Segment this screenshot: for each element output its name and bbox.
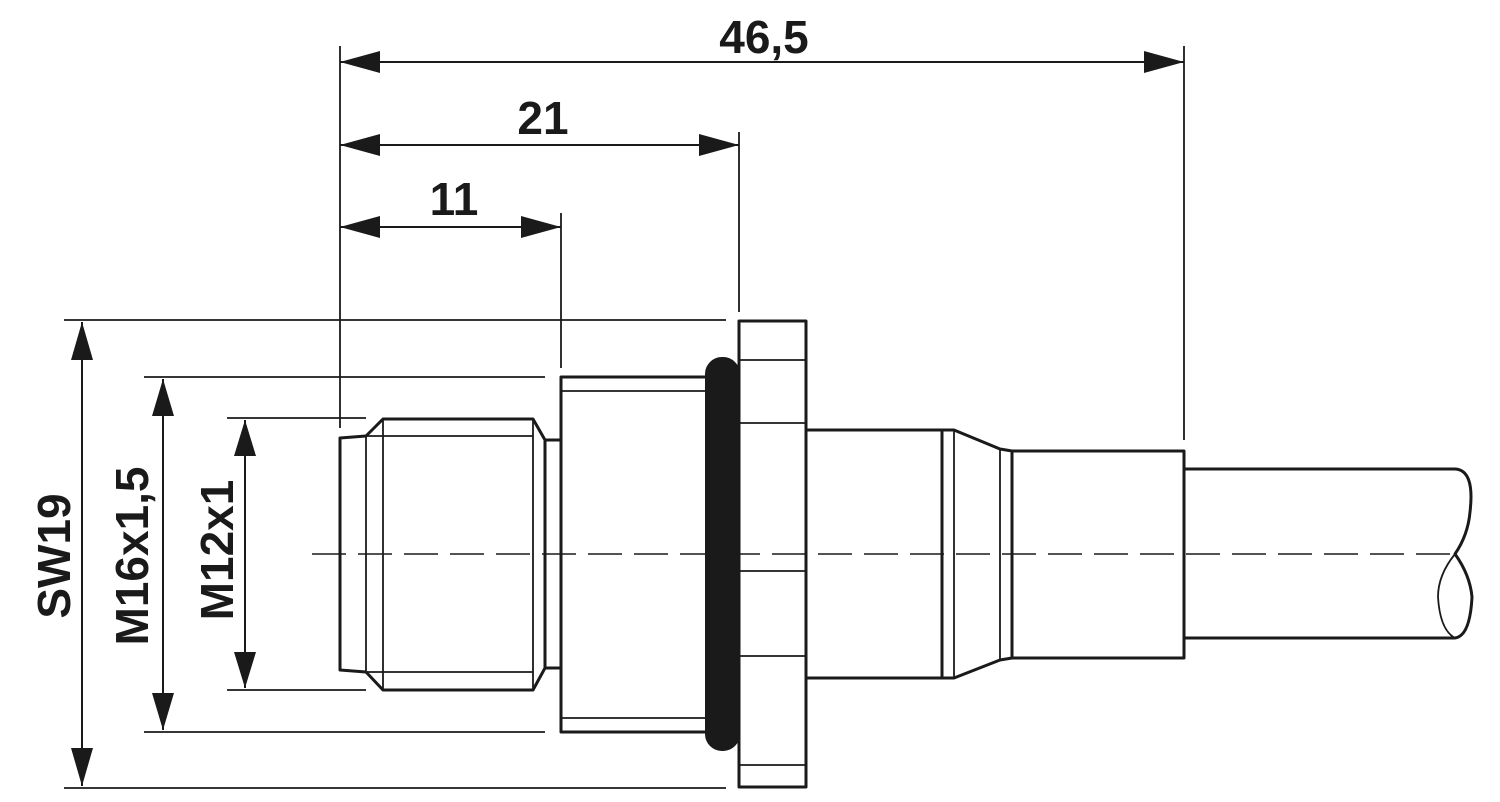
dimension-wrench-size: SW19 — [28, 322, 93, 786]
thread-length-label: 11 — [430, 173, 479, 225]
dimension-overall: 46,5 — [340, 11, 1184, 73]
arrow-right — [521, 216, 561, 238]
arrow-right — [1144, 51, 1184, 73]
connector-thread-label: M12x1 — [191, 480, 243, 621]
arrow-bottom — [152, 693, 174, 730]
arrow-left — [340, 216, 380, 238]
dimension-mount-thread: M16x1,5 — [106, 379, 174, 730]
arrow-top — [71, 322, 93, 360]
extension-lines — [64, 46, 1185, 789]
dimension-thread-to-nut: 21 — [340, 92, 739, 156]
mount-thread-label: M16x1,5 — [106, 466, 158, 645]
arrow-right — [699, 134, 739, 156]
arrow-left — [340, 134, 380, 156]
dimension-thread-length: 11 — [340, 173, 561, 238]
arrow-top — [152, 379, 174, 416]
arrow-bottom — [234, 652, 256, 688]
dimension-connector-thread: M12x1 — [191, 420, 256, 688]
wrench-size-label: SW19 — [28, 493, 80, 618]
arrow-left — [340, 51, 380, 73]
arrow-bottom — [71, 748, 93, 786]
thread-to-nut-label: 21 — [517, 92, 568, 144]
overall-length-label: 46,5 — [719, 11, 809, 63]
connector-thread-section — [338, 417, 563, 692]
arrow-top — [234, 420, 256, 456]
